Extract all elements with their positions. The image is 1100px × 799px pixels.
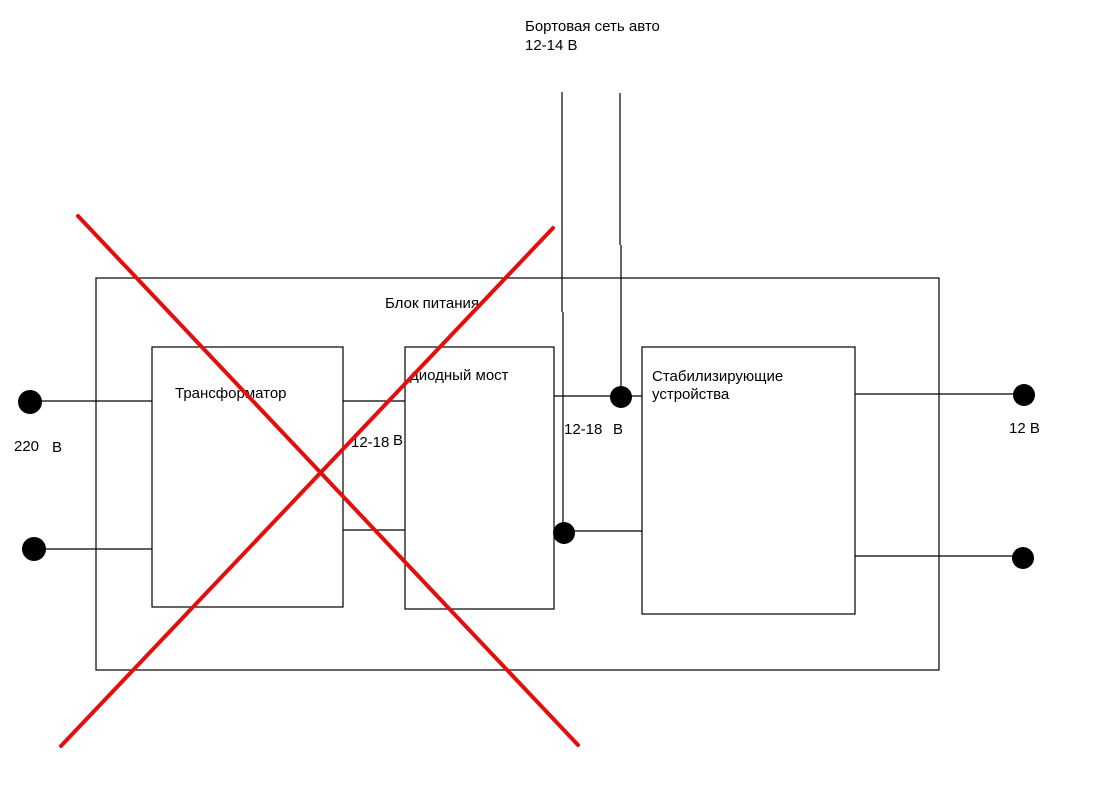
output-terminal-bottom — [1012, 547, 1034, 569]
input-voltage-unit: В — [52, 439, 62, 456]
transformer-block — [151, 346, 344, 608]
transformer-label: Трансформатор — [175, 385, 287, 402]
stabilizer-block — [641, 346, 856, 615]
bridge-output-label: 12-18 — [564, 421, 602, 438]
diode-bridge-block — [404, 346, 555, 610]
stabilizer-label-line1: Стабилизирующие — [652, 368, 783, 385]
enclosure-label: Блок питания — [385, 295, 479, 312]
cross-out-line-1 — [76, 214, 580, 747]
power-supply-enclosure — [95, 277, 940, 671]
input-voltage-value: 220 — [14, 438, 39, 455]
output-voltage-label: 12 В — [1009, 420, 1040, 437]
junction-bottom — [553, 522, 575, 544]
output-terminal-top — [1013, 384, 1035, 406]
car-network-label: Бортовая сеть авто — [525, 18, 660, 35]
diode-bridge-label: диодный мост — [410, 367, 509, 384]
car-network-voltage: 12-14 В — [525, 37, 578, 54]
bridge-output-unit: В — [613, 421, 623, 438]
transformer-output-unit: В — [393, 432, 403, 449]
input-terminal-bottom — [22, 537, 46, 561]
stabilizer-label-line2: устройства — [652, 386, 730, 403]
input-terminal-top — [18, 390, 42, 414]
transformer-output-label: 12-18 — [351, 434, 389, 451]
cross-out-line-2 — [59, 226, 555, 748]
